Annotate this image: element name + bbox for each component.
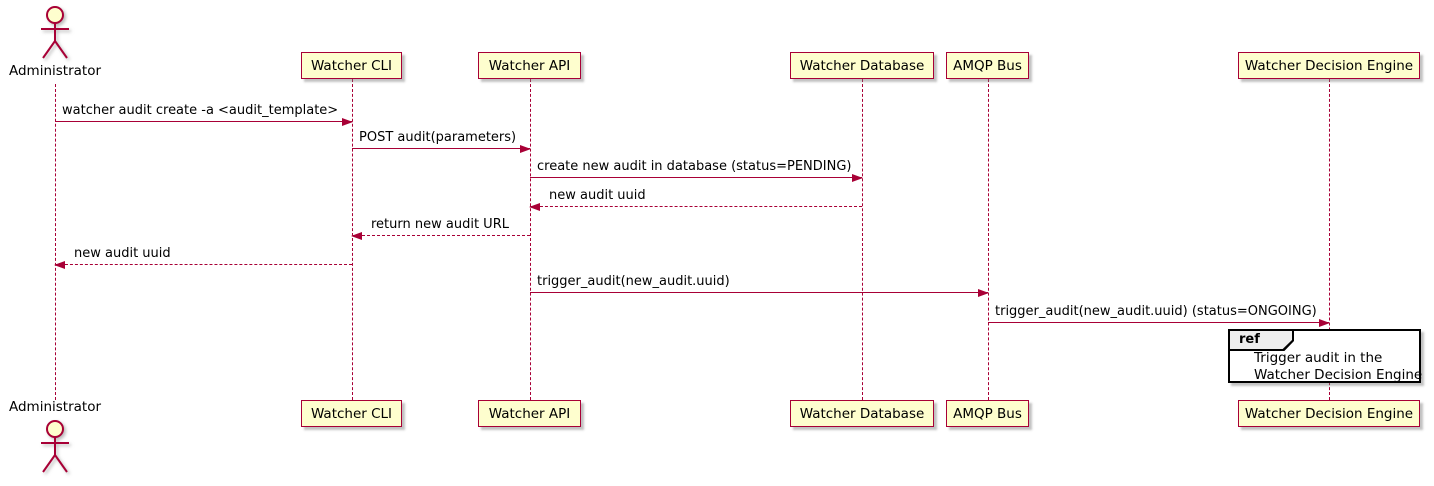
- message-label: new audit uuid: [549, 188, 646, 203]
- participant-amqp-bus: AMQP Bus: [946, 52, 1029, 79]
- participant-watcher-api: Watcher API: [478, 52, 581, 79]
- message-trigger-audit-ongoing: trigger_audit(new_audit.uuid) (status=ON…: [988, 302, 1330, 327]
- message-new-audit-uuid-return: new audit uuid: [529, 186, 862, 211]
- participant-watcher-cli: Watcher CLI: [301, 52, 402, 79]
- ref-text-line: Watcher Decision Engine: [1254, 366, 1423, 383]
- message-label: watcher audit create -a <audit_template>: [62, 103, 339, 118]
- message-new-audit-uuid-to-admin: new audit uuid: [54, 244, 352, 269]
- lifeline-amqp-bus: [988, 79, 989, 400]
- ref-keyword: ref: [1230, 331, 1292, 349]
- lifeline-administrator: [55, 84, 56, 400]
- participant-watcher-cli: Watcher CLI: [301, 400, 402, 427]
- message-label: trigger_audit(new_audit.uuid) (status=ON…: [995, 304, 1317, 319]
- lifeline-watcher-database: [862, 79, 863, 400]
- ref-fragment: ref Trigger audit in the Watcher Decisio…: [1228, 329, 1423, 383]
- message-post-audit: POST audit(parameters): [352, 128, 531, 153]
- participant-watcher-database: Watcher Database: [790, 400, 934, 427]
- arrowhead-icon: [529, 203, 540, 211]
- participant-watcher-api: Watcher API: [478, 400, 581, 427]
- message-label: create new audit in database (status=PEN…: [537, 159, 852, 174]
- ref-keyword-tab: ref: [1230, 331, 1294, 351]
- arrowhead-icon: [54, 261, 65, 269]
- arrowhead-icon: [342, 118, 353, 126]
- message-audit-create: watcher audit create -a <audit_template>: [55, 101, 353, 126]
- actor-label: Administrator: [8, 63, 102, 79]
- actor-icon: [41, 6, 69, 59]
- participant-watcher-decision-engine: Watcher Decision Engine: [1238, 400, 1420, 427]
- participant-watcher-database: Watcher Database: [790, 52, 934, 79]
- arrowhead-icon: [852, 174, 863, 182]
- message-trigger-audit: trigger_audit(new_audit.uuid): [530, 272, 989, 297]
- message-return-audit-url: return new audit URL: [351, 215, 530, 240]
- arrowhead-icon: [351, 232, 362, 240]
- arrowhead-icon: [520, 145, 531, 153]
- message-label: POST audit(parameters): [359, 130, 517, 145]
- message-label: new audit uuid: [74, 246, 171, 261]
- arrowhead-icon: [978, 289, 989, 297]
- participant-watcher-decision-engine: Watcher Decision Engine: [1238, 52, 1420, 79]
- message-label: return new audit URL: [371, 217, 509, 232]
- actor-label: Administrator: [8, 399, 102, 415]
- lifeline-watcher-api: [530, 79, 531, 400]
- ref-text-line: Trigger audit in the: [1254, 350, 1383, 366]
- arrowhead-icon: [1319, 319, 1330, 327]
- message-create-audit-db: create new audit in database (status=PEN…: [530, 157, 863, 182]
- participant-amqp-bus: AMQP Bus: [946, 400, 1029, 427]
- lifeline-watcher-decision-engine: [1329, 79, 1330, 400]
- message-label: trigger_audit(new_audit.uuid): [537, 274, 730, 289]
- actor-icon: [41, 420, 69, 473]
